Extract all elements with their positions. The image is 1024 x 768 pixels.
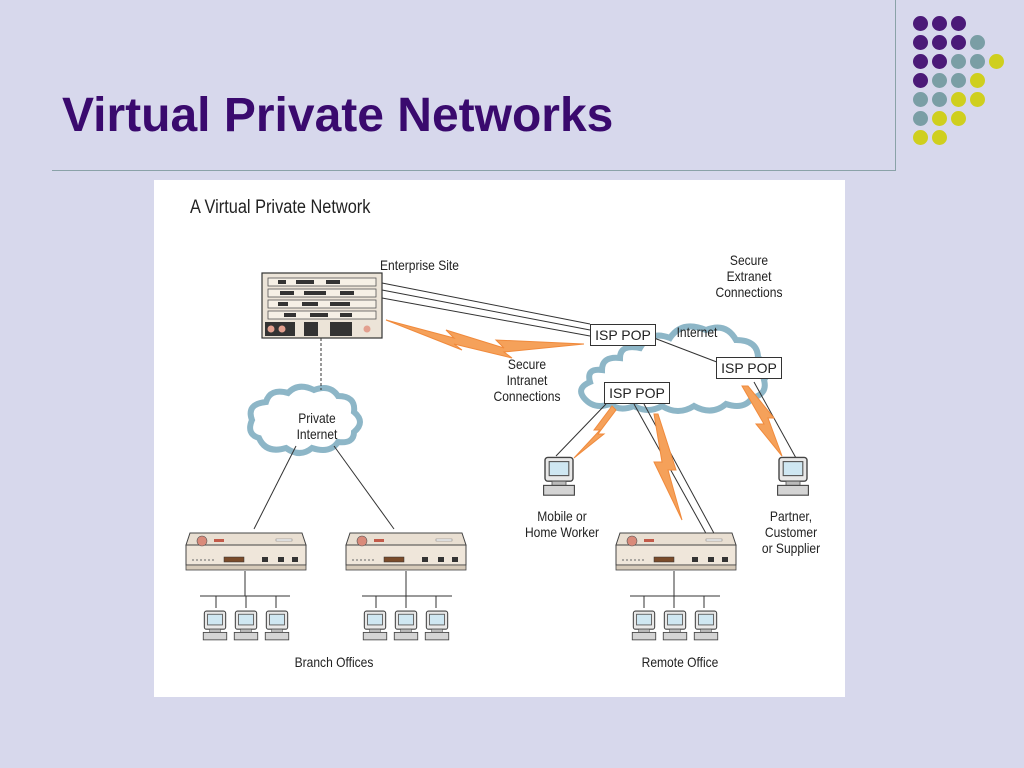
remote-pc [693,610,719,641]
yellow-dot [951,111,966,126]
decorative-dot-grid [905,12,1015,152]
teal-dot [932,73,947,88]
secure-intranet-label: Secure Intranet Connections [493,356,561,404]
teal-dot [970,54,985,69]
teal-dot [970,35,985,50]
branch-pc [202,610,228,641]
branch-pc [424,610,450,641]
internet-label: Internet [676,324,718,340]
purple-dot [932,16,947,31]
yellow-dot [970,73,985,88]
branch-pc [362,610,388,641]
teal-dot [951,54,966,69]
purple-dot [913,54,928,69]
remote-office-label: Remote Office [641,654,719,670]
partner-label: Partner, Customer or Supplier [761,508,821,556]
secure-tunnels [385,319,783,521]
purple-dot [913,16,928,31]
enterprise-router-chassis [261,272,383,339]
isp-pop-box-1: ISP POP [590,324,656,346]
purple-dot [913,73,928,88]
isp-pop-box-3: ISP POP [716,357,782,379]
purple-dot [951,35,966,50]
isp-pop-box-2: ISP POP [604,382,670,404]
lan-segments [200,571,720,608]
mobile-worker-pc [542,456,576,496]
teal-dot [932,92,947,107]
branch-offices-label: Branch Offices [294,654,374,670]
yellow-dot [951,92,966,107]
vpn-diagram: A Virtual Private Network Enterprise Sit… [154,180,845,697]
purple-dot [932,35,947,50]
partner-pc [776,456,810,496]
enterprise-site-label: Enterprise Site [380,257,459,273]
private-internet-cloud [247,383,363,456]
private-internet-label: Private Internet [296,410,338,442]
yellow-dot [932,130,947,145]
yellow-dot [970,92,985,107]
yellow-dot [989,54,1004,69]
purple-dot [913,35,928,50]
branch-pc [393,610,419,641]
teal-dot [913,111,928,126]
mobile-worker-label: Mobile or Home Worker [524,508,600,540]
purple-dot [951,16,966,31]
branch-router-2 [345,532,467,571]
diagram-title: A Virtual Private Network [190,197,371,218]
teal-dot [913,92,928,107]
purple-dot [932,54,947,69]
branch-pc [233,610,259,641]
slide-title: Virtual Private Networks [62,89,614,142]
branch-router-1 [185,532,307,571]
teal-dot [951,73,966,88]
title-divider-horizontal [52,170,896,171]
yellow-dot [913,130,928,145]
remote-pc [662,610,688,641]
branch-pc [264,610,290,641]
secure-extranet-label: Secure Extranet Connections [715,252,783,300]
title-divider-vertical [895,0,896,171]
remote-office-router [615,532,737,571]
yellow-dot [932,111,947,126]
remote-pc [631,610,657,641]
